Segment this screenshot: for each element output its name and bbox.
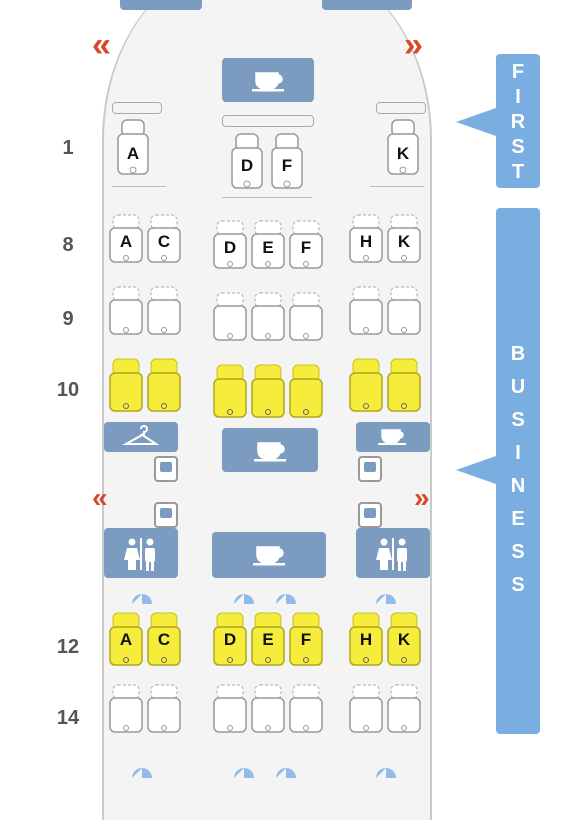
- seat-14c[interactable]: [146, 684, 182, 736]
- bassinet-icon: [132, 594, 152, 604]
- class-letter: E: [511, 508, 525, 530]
- seat-12f[interactable]: F: [288, 612, 324, 668]
- row-number: 8: [62, 234, 74, 256]
- divider: [222, 197, 312, 198]
- class-letter: U: [510, 376, 526, 398]
- seat-14h[interactable]: [348, 684, 384, 736]
- seat-12h[interactable]: H: [348, 612, 384, 668]
- seat-1d[interactable]: D: [230, 132, 264, 192]
- bassinet-icon: [234, 768, 254, 778]
- seat-9d[interactable]: [212, 292, 248, 344]
- suite-divider: [376, 102, 426, 114]
- seat-10k[interactable]: [386, 358, 422, 414]
- seat-8k[interactable]: K: [386, 214, 422, 266]
- bassinet-icon: [276, 594, 296, 604]
- class-letter: N: [510, 475, 526, 497]
- bassinet-icon: [234, 594, 254, 604]
- lavatory-icon: [104, 528, 178, 578]
- seat-9k[interactable]: [386, 286, 422, 338]
- seat-8c[interactable]: C: [146, 214, 182, 266]
- exit-arrow-icon: «: [92, 26, 111, 64]
- divider: [112, 186, 166, 187]
- seat-14a[interactable]: [108, 684, 144, 736]
- seat-12e[interactable]: E: [250, 612, 286, 668]
- seat-12c[interactable]: C: [146, 612, 182, 668]
- crew-seat-icon: [358, 456, 382, 482]
- seat-14k[interactable]: [386, 684, 422, 736]
- seat-8e[interactable]: E: [250, 220, 286, 272]
- row-number: 14: [56, 707, 80, 729]
- row-number: 9: [62, 308, 74, 330]
- seat-8h[interactable]: H: [348, 214, 384, 266]
- seat-9f[interactable]: [288, 292, 324, 344]
- class-letter: R: [510, 111, 526, 133]
- crew-seat-icon: [154, 502, 178, 528]
- class-letter: B: [510, 343, 526, 365]
- crew-seat-icon: [358, 502, 382, 528]
- row-number: 10: [56, 379, 80, 401]
- lavatory-icon: [120, 0, 202, 10]
- galley-icon: [212, 532, 326, 578]
- seat-9a[interactable]: [108, 286, 144, 338]
- exit-arrow-icon: »: [414, 482, 429, 513]
- class-pointer: [456, 108, 496, 136]
- class-letter: T: [511, 161, 525, 183]
- seat-8a[interactable]: A: [108, 214, 144, 266]
- bassinet-icon: [376, 768, 396, 778]
- suite-divider: [112, 102, 162, 114]
- seat-10e[interactable]: [250, 364, 286, 420]
- class-letter: S: [511, 136, 525, 158]
- galley-icon: [222, 428, 318, 472]
- lavatory-icon: [356, 528, 430, 578]
- seat-10f[interactable]: [288, 364, 324, 420]
- seat-10c[interactable]: [146, 358, 182, 414]
- exit-arrow-icon: »: [404, 26, 423, 64]
- divider: [370, 186, 424, 187]
- seat-12k[interactable]: K: [386, 612, 422, 668]
- seat-8d[interactable]: D: [212, 220, 248, 272]
- seat-14e[interactable]: [250, 684, 286, 736]
- row-number: 1: [62, 137, 74, 159]
- seat-1a[interactable]: A: [116, 118, 150, 178]
- closet-icon: [104, 422, 178, 452]
- seat-10h[interactable]: [348, 358, 384, 414]
- seat-8f[interactable]: F: [288, 220, 324, 272]
- class-letter: S: [511, 409, 525, 431]
- bassinet-icon: [376, 594, 396, 604]
- crew-seat-icon: [154, 456, 178, 482]
- lavatory-icon: [322, 0, 412, 10]
- galley-icon: [356, 422, 430, 452]
- exit-arrow-icon: «: [92, 482, 107, 513]
- class-pointer: [456, 456, 496, 484]
- class-letter: S: [511, 574, 525, 596]
- seat-14d[interactable]: [212, 684, 248, 736]
- seat-12a[interactable]: A: [108, 612, 144, 668]
- row-number: 12: [56, 636, 80, 658]
- seat-10a[interactable]: [108, 358, 144, 414]
- class-letter: F: [511, 61, 525, 83]
- seat-1f[interactable]: F: [270, 132, 304, 192]
- suite-divider: [222, 115, 314, 127]
- galley-icon: [222, 58, 314, 102]
- class-letter: S: [511, 541, 525, 563]
- class-letter: I: [515, 86, 521, 108]
- seat-10d[interactable]: [212, 364, 248, 420]
- seat-9e[interactable]: [250, 292, 286, 344]
- seat-1k[interactable]: K: [386, 118, 420, 178]
- seat-14f[interactable]: [288, 684, 324, 736]
- seat-12d[interactable]: D: [212, 612, 248, 668]
- class-letter: I: [515, 442, 521, 464]
- bassinet-icon: [132, 768, 152, 778]
- seat-9c[interactable]: [146, 286, 182, 338]
- bassinet-icon: [276, 768, 296, 778]
- seat-9h[interactable]: [348, 286, 384, 338]
